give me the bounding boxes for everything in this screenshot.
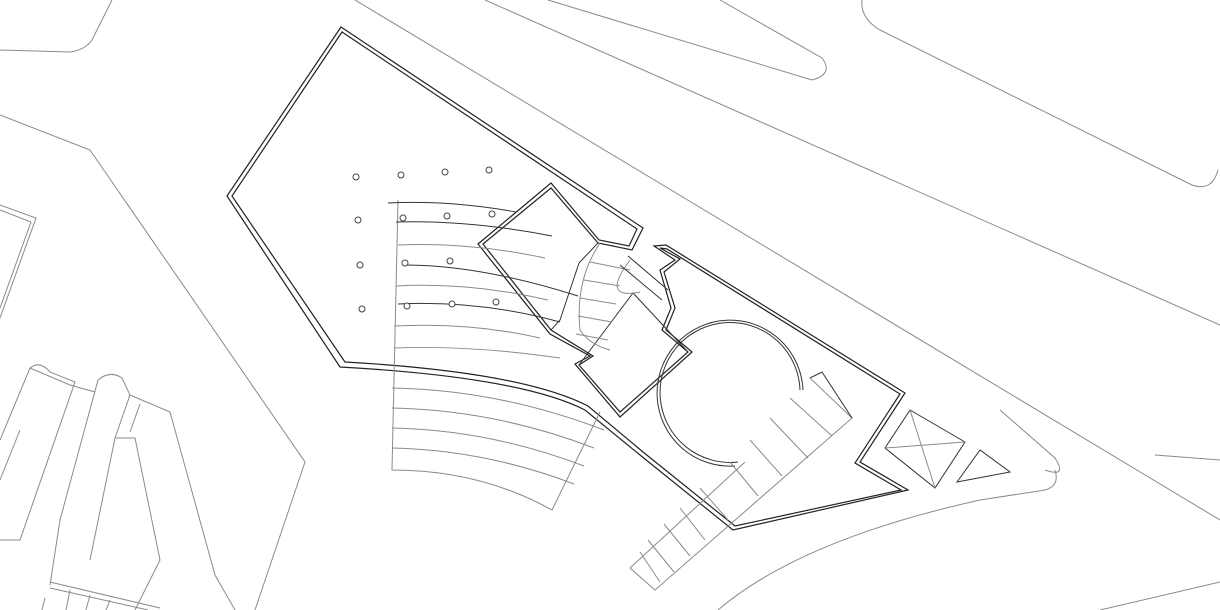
road-edge-far [1154, 454, 1220, 461]
connector-left [578, 242, 611, 351]
column [443, 212, 451, 220]
triangle-pavilion [955, 449, 1012, 483]
neighbour-wing-b [29, 367, 96, 393]
column [399, 214, 407, 222]
column [485, 166, 493, 174]
neighbour-edge [0, 429, 21, 481]
column-grid [352, 166, 500, 313]
round-hall [659, 321, 801, 463]
fan-terrace-row-5 [397, 244, 546, 259]
column [446, 257, 454, 265]
road-edge-2 [484, 0, 1220, 326]
road-curb-lower [999, 409, 1061, 473]
grand-stair-treads [639, 397, 833, 583]
outer-wall [226, 26, 910, 531]
neighbour-ticks [41, 589, 111, 610]
road-edge-right [1099, 581, 1220, 610]
fan-terrace-row-7 [393, 324, 541, 339]
neighbour-buildings [0, 0, 306, 610]
neighbour-small-box-inner [0, 209, 32, 309]
neighbour-wing-g [115, 437, 161, 610]
neighbour-top-left [0, 0, 113, 53]
square-pavilion-cross [884, 409, 966, 489]
fan-terrace-row-1 [387, 201, 517, 213]
road-sweep [717, 469, 1057, 610]
neighbour-wing-f [129, 403, 141, 433]
column [397, 171, 405, 179]
road-curb-lane [547, 0, 827, 81]
column [448, 300, 456, 308]
fan-terrace-step-3 [391, 427, 585, 467]
column [358, 305, 366, 313]
connector-right [616, 259, 641, 294]
column [354, 216, 362, 224]
column [488, 210, 496, 218]
passage-lines [619, 255, 669, 301]
upper-hall [482, 187, 599, 331]
column [441, 168, 449, 176]
neighbour-base-2 [49, 587, 149, 610]
square-pavilion [884, 409, 966, 489]
fan-terrace-row-2 [395, 221, 553, 237]
road-curb-upper [861, 0, 1219, 188]
neighbour-base [49, 581, 161, 609]
fan-terrace-step-1 [391, 387, 605, 431]
column [492, 298, 500, 306]
fan-terrace-row-4 [397, 302, 561, 323]
column [352, 173, 360, 181]
main-building [226, 26, 910, 591]
fan-terrace-row-8 [393, 346, 561, 359]
grand-stair [629, 377, 853, 591]
connector-stripes [575, 261, 631, 341]
neighbour-block-left [0, 114, 306, 610]
road-edge-1 [354, 0, 1220, 521]
outer-wall-inner [231, 31, 903, 527]
fan-terrace-step-4 [391, 447, 575, 485]
pavilions [884, 409, 1012, 489]
neighbour-wing-d [49, 379, 99, 586]
road-context [354, 0, 1220, 610]
round-hall-inner [656, 319, 804, 467]
fan-terrace-outer [391, 199, 601, 511]
lower-hall [578, 292, 689, 413]
neighbour-small-box [0, 204, 37, 319]
stair-landing [809, 371, 853, 419]
fan-terrace-step-2 [391, 407, 595, 449]
neighbour-wing-a [0, 364, 76, 541]
neighbour-wing-e [89, 394, 131, 561]
column [401, 259, 409, 267]
fan-terrace-row-6 [395, 284, 549, 301]
fan-terrace-row-3 [404, 264, 579, 297]
column [356, 261, 364, 269]
column [403, 302, 411, 310]
neighbour-wing-c [97, 374, 236, 610]
